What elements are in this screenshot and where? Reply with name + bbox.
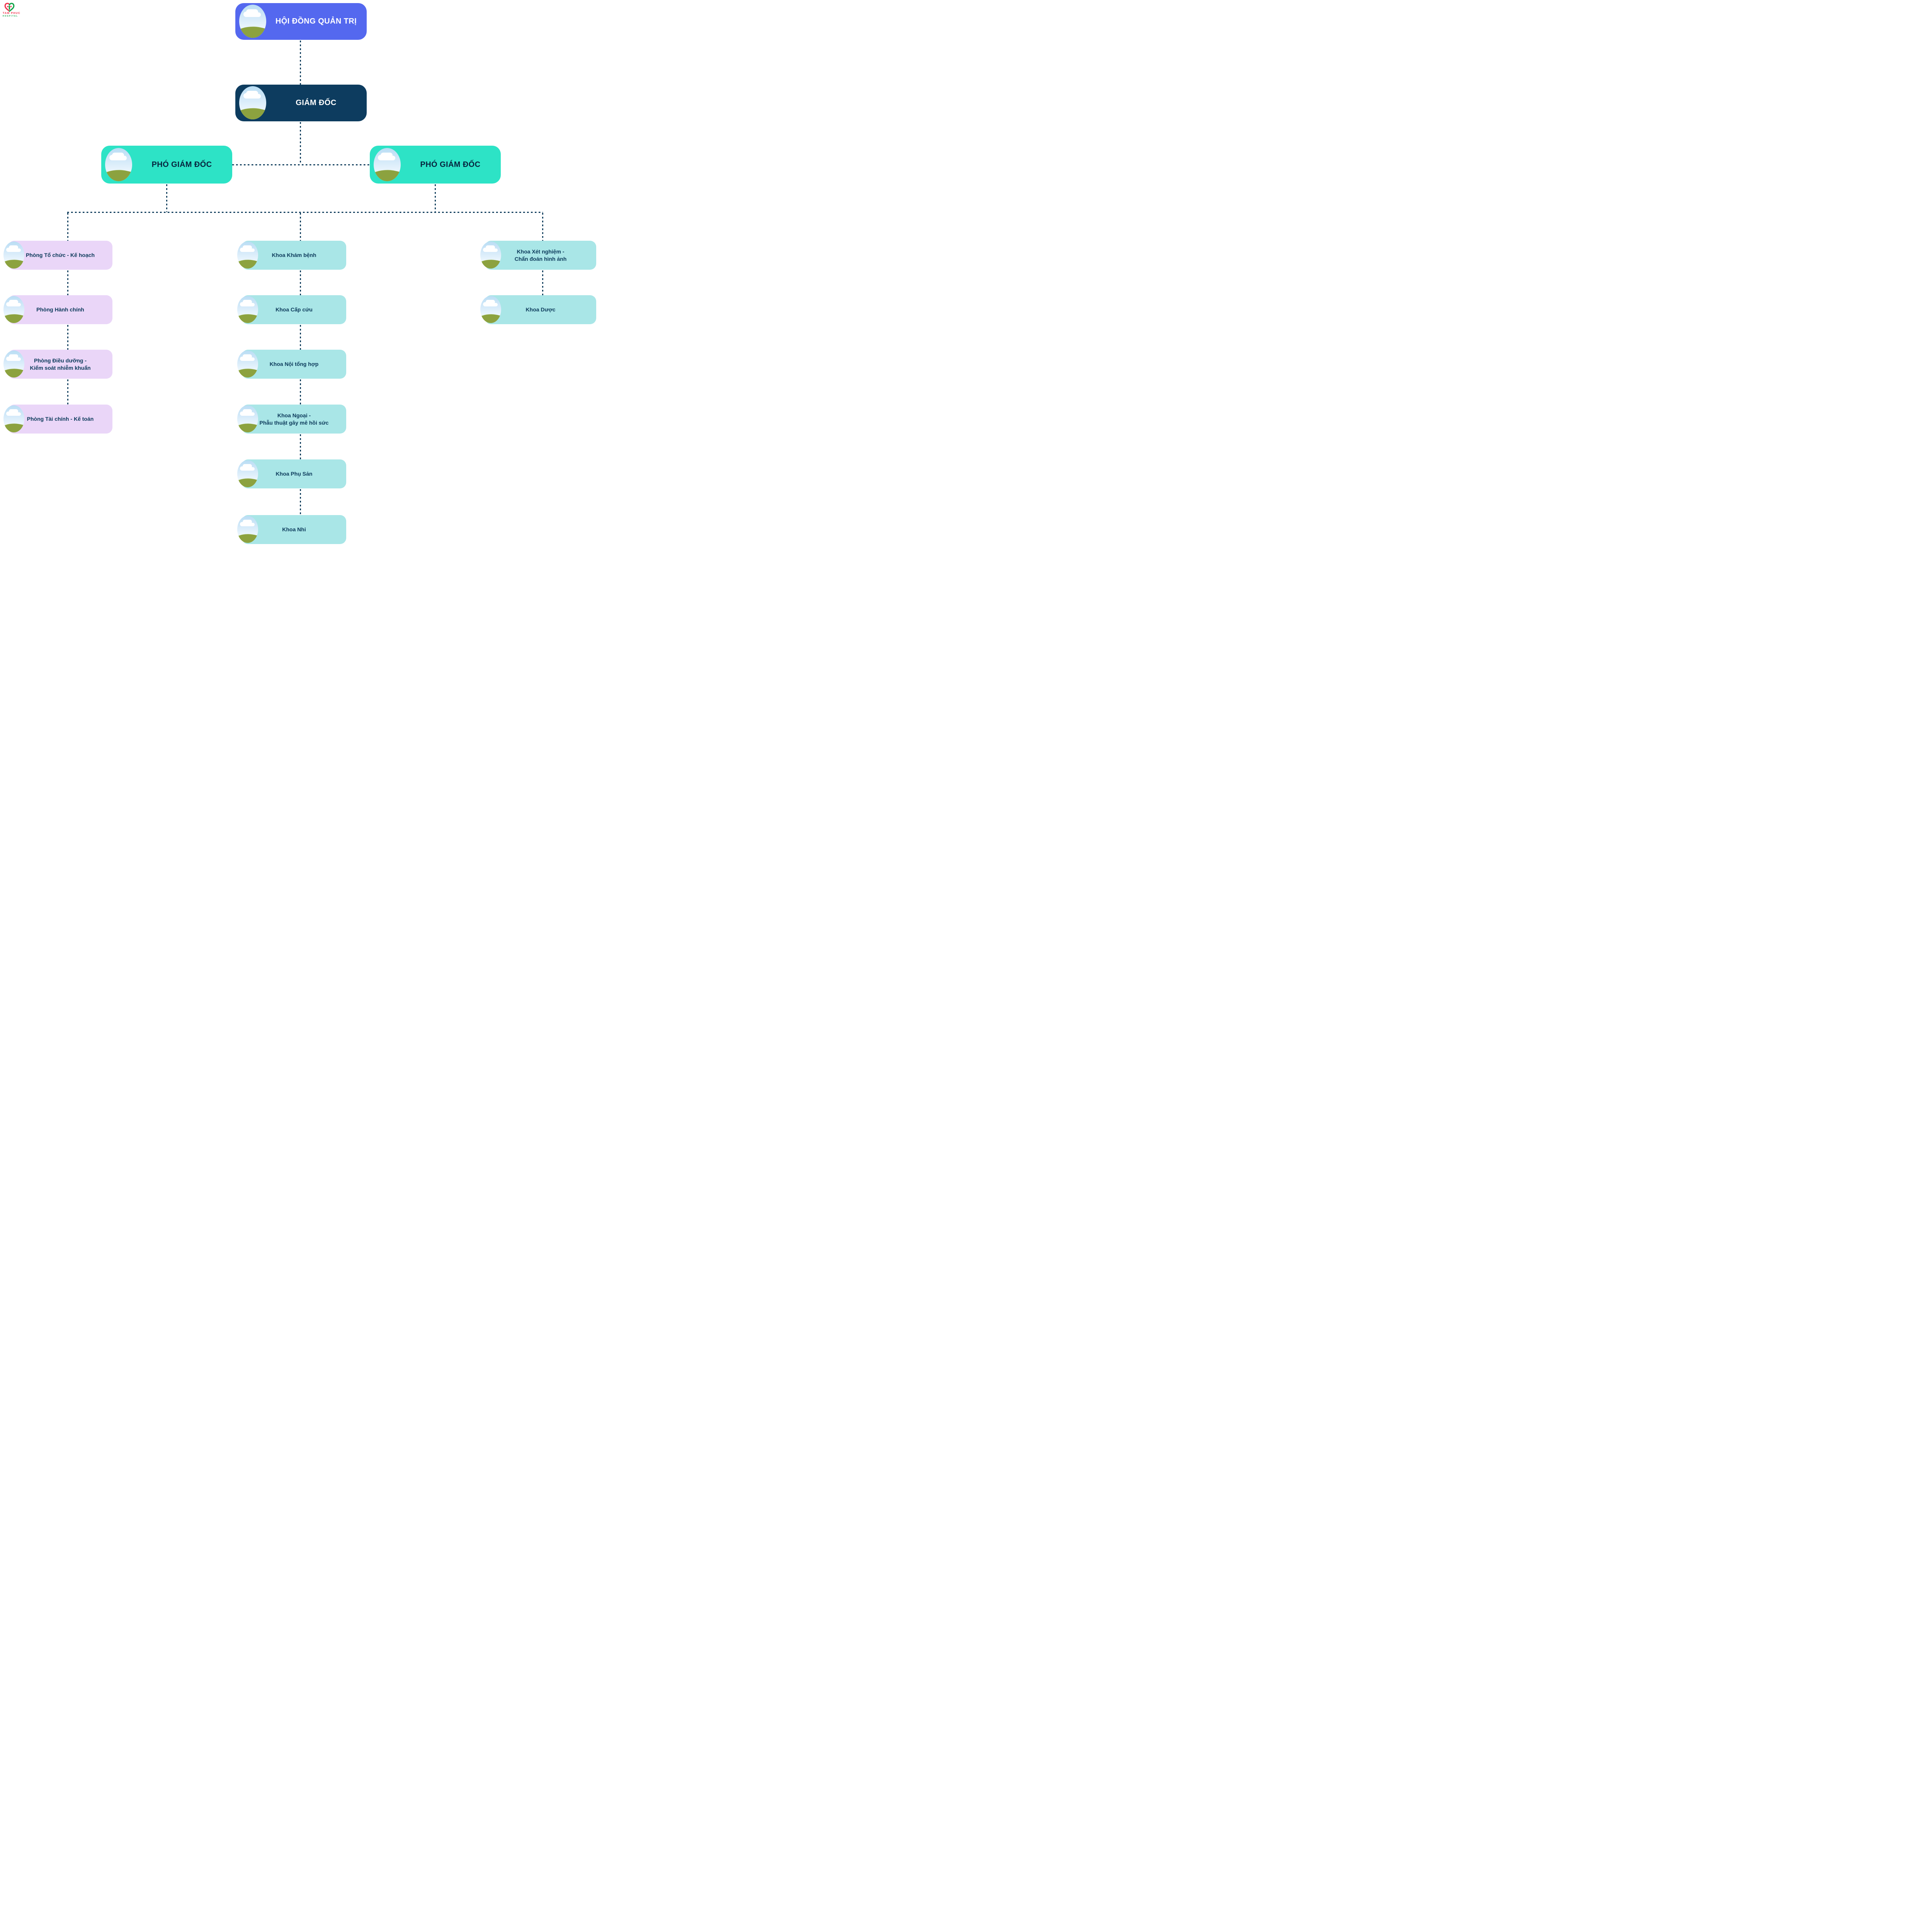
landscape-image (237, 350, 258, 378)
node-label-line1: Khoa Xét nghiệm - (517, 248, 565, 255)
org-node-khoa-kham-benh: Khoa Khám bệnh (237, 241, 346, 270)
node-label: Khoa Nội tổng hợp (269, 361, 319, 367)
org-node-phong-to-chuc-ke-hoach: Phòng Tổ chức - Kế hoạch (3, 241, 112, 270)
node-label: HỘI ĐỒNG QUẢN TRỊ (275, 17, 357, 26)
hospital-logo: TAM PHUC HOSPITAL (3, 2, 24, 17)
landscape-image (239, 5, 266, 38)
node-label: Khoa Nhi (282, 526, 306, 533)
node-label-line2: Chẩn đoán hình ảnh (514, 255, 567, 262)
connector-mid-2-3 (300, 325, 301, 350)
connector-left-3-4 (67, 379, 68, 405)
org-node-khoa-cap-cuu: Khoa Cấp cứu (237, 295, 346, 324)
landscape-image (374, 148, 401, 181)
connector-right-column-top (542, 213, 543, 241)
node-label-line2: Phẫu thuật gây mê hồi sức (259, 419, 329, 426)
org-node-board: HỘI ĐỒNG QUẢN TRỊ (235, 3, 367, 40)
connector-deputy-right-down (435, 184, 436, 212)
connector-right-1-2 (542, 270, 543, 295)
connector-board-director (300, 41, 301, 85)
connector-left-2-3 (67, 325, 68, 350)
node-label-line1: Phòng Điều dưỡng - (34, 357, 87, 364)
connector-mid-3-4 (300, 379, 301, 405)
node-label: Phòng Tổ chức - Kế hoạch (26, 252, 95, 259)
landscape-image (480, 296, 501, 323)
org-node-deputy-right: PHÓ GIÁM ĐỐC (370, 146, 501, 184)
node-label: Khoa Phụ Sản (276, 471, 313, 477)
org-node-phong-dieu-duong: Phòng Điều dưỡng - Kiểm soát nhiễm khuẩn (3, 350, 112, 379)
node-label: Phòng Tài chính - Kế toán (27, 416, 94, 422)
node-label: PHÓ GIÁM ĐỐC (151, 160, 212, 169)
node-label: Phòng Hành chính (36, 306, 84, 313)
connector-middle-column-top (300, 213, 301, 241)
node-label: PHÓ GIÁM ĐỐC (420, 160, 481, 169)
heart-cross-logo-icon (4, 3, 15, 12)
connector-deputy-left-down (166, 184, 167, 212)
landscape-image (237, 516, 258, 543)
org-node-khoa-nhi: Khoa Nhi (237, 515, 346, 544)
connector-deputies-horizontal (232, 164, 370, 165)
node-label: Khoa Dược (526, 306, 556, 313)
landscape-image (237, 405, 258, 432)
landscape-image (3, 350, 24, 378)
connector-main-horizontal (67, 212, 543, 213)
connector-left-1-2 (67, 270, 68, 295)
connector-director-split (300, 122, 301, 165)
org-node-deputy-left: PHÓ GIÁM ĐỐC (101, 146, 232, 184)
landscape-image (239, 86, 266, 119)
landscape-image (3, 242, 24, 269)
org-node-khoa-noi-tong-hop: Khoa Nội tổng hợp (237, 350, 346, 379)
org-node-phong-tai-chinh-ke-toan: Phòng Tài chính - Kế toán (3, 405, 112, 434)
node-label-line1: Khoa Ngoại - (277, 412, 311, 419)
connector-mid-4-5 (300, 434, 301, 459)
org-node-khoa-duoc: Khoa Dược (480, 295, 596, 324)
node-label: Khoa Cấp cứu (276, 306, 313, 313)
landscape-image (3, 296, 24, 323)
node-label: Khoa Khám bệnh (272, 252, 316, 259)
connector-mid-5-6 (300, 489, 301, 515)
connector-left-column-top (67, 213, 68, 241)
node-label: GIÁM ĐỐC (296, 99, 337, 107)
landscape-image (237, 242, 258, 269)
node-label-line2: Kiểm soát nhiễm khuẩn (30, 364, 91, 371)
landscape-image (480, 242, 501, 269)
landscape-image (237, 296, 258, 323)
org-node-khoa-xet-nghiem-cdha: Khoa Xét nghiệm - Chẩn đoán hình ảnh (480, 241, 596, 270)
logo-text-line1: TAM PHUC (3, 12, 21, 15)
landscape-image (237, 460, 258, 487)
org-node-director: GIÁM ĐỐC (235, 85, 367, 121)
landscape-image (3, 405, 24, 432)
landscape-image (105, 148, 132, 181)
org-node-khoa-ngoai-phau-thuat: Khoa Ngoại - Phẫu thuật gây mê hồi sức (237, 405, 346, 434)
org-chart-canvas: TAM PHUC HOSPITAL HỘI ĐỒNG QUẢN TRỊ GIÁM… (0, 0, 597, 544)
org-node-phong-hanh-chinh: Phòng Hành chính (3, 295, 112, 324)
logo-text-line2: HOSPITAL (3, 15, 19, 18)
connector-mid-1-2 (300, 270, 301, 295)
org-node-khoa-phu-san: Khoa Phụ Sản (237, 459, 346, 488)
